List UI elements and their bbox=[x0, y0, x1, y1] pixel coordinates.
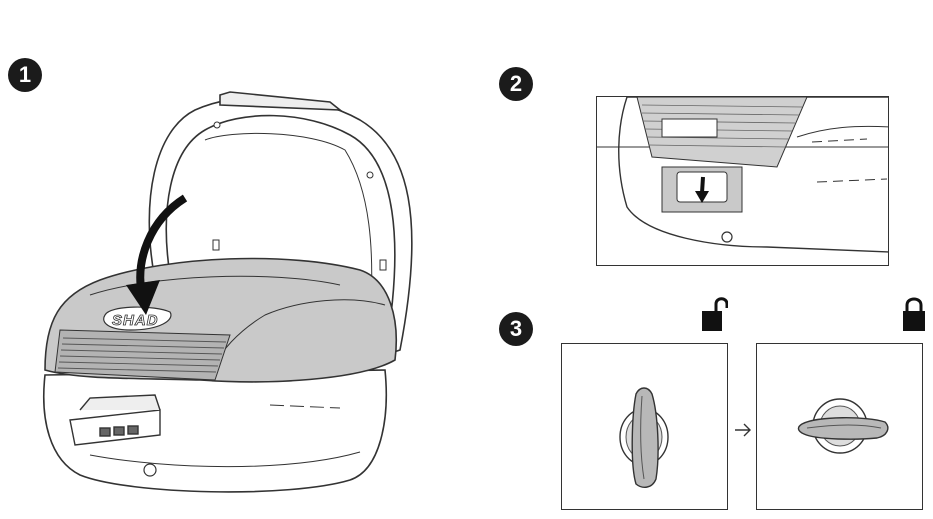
step-2-badge: 2 bbox=[499, 67, 533, 101]
step-3-badge: 3 bbox=[499, 312, 533, 346]
case-handle bbox=[69, 394, 161, 446]
key-horizontal bbox=[797, 417, 889, 440]
open-lid bbox=[148, 91, 413, 357]
unlocked-padlock-icon bbox=[702, 297, 728, 331]
key-unlocked-panel bbox=[561, 343, 728, 510]
step-2-panel bbox=[596, 96, 889, 266]
curved-arrow-down-icon bbox=[126, 194, 188, 315]
arrow-down-icon bbox=[695, 176, 709, 203]
step-1-badge: 1 bbox=[8, 58, 42, 92]
key-vertical bbox=[631, 387, 659, 488]
locked-padlock-icon bbox=[903, 297, 925, 331]
arrow-right-icon bbox=[735, 423, 751, 437]
brand-logo: SHAD bbox=[112, 312, 159, 329]
top-case-illustration: SHAD bbox=[42, 91, 413, 493]
brand-badge: SHAD bbox=[103, 306, 172, 331]
key-locked-panel bbox=[756, 343, 923, 510]
